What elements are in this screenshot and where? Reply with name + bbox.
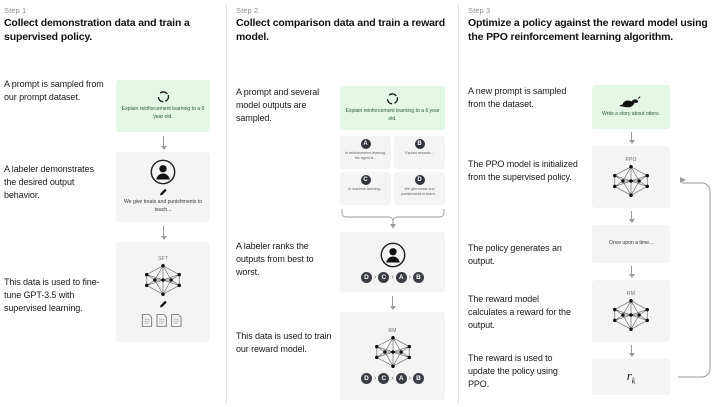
- step-3-title: Optimize a policy against the reward mod…: [468, 17, 708, 43]
- step-2-rm-tag: RM: [388, 328, 397, 334]
- recycle-icon: [157, 90, 170, 106]
- option-card-c[interactable]: C In machine learning...: [340, 172, 391, 205]
- step-2-ranking-box: D › C › A › B: [340, 232, 445, 292]
- step-3-caption-4: The reward model calculates a reward for…: [468, 294, 571, 330]
- step-1-sft-tag: SFT: [157, 256, 169, 262]
- person-icon: [380, 242, 406, 268]
- option-text-b: Explain rewards...: [405, 151, 434, 155]
- step-1-caption-3: This data is used to fine-tune GPT-3.5 w…: [4, 277, 100, 313]
- step-2-brace: [340, 207, 446, 229]
- step-2-caption-1: A prompt and several model outputs are s…: [236, 87, 320, 123]
- step-3-ppo-box: PPO: [592, 146, 670, 208]
- step-1-prompt-text: Explain reinforcement learning to a 6 ye…: [121, 106, 205, 120]
- step-1-prompt-box: Explain reinforcement learning to a 6 ye…: [116, 80, 210, 132]
- step-2-column: Step 2 Collect comparison data and train…: [232, 0, 458, 407]
- neural-network-icon: [608, 164, 654, 198]
- step-3-prompt-box: Write a story about otters.: [592, 85, 670, 129]
- option-badge-d: D: [414, 175, 425, 185]
- step-2-rm-ranking-row: D › C › A › B: [360, 373, 425, 384]
- step-2-prompt-text: Explain reinforcement learning to a 6 ye…: [345, 108, 440, 122]
- rank-separator: ›: [391, 273, 394, 281]
- step-1-caption-1: A prompt is sampled from our prompt data…: [4, 79, 104, 102]
- rank-badge-1: D: [360, 271, 372, 283]
- option-badge-a: A: [360, 139, 371, 149]
- step-3-arrow-1: [627, 132, 636, 144]
- option-text-c: In machine learning...: [348, 187, 383, 191]
- rank-separator: ›: [373, 273, 377, 281]
- otter-icon: [618, 95, 644, 111]
- pencil-icon: [158, 297, 168, 311]
- neural-network-icon: [608, 298, 654, 332]
- step-1-labeler-text: We give treats and punishments to teach.…: [123, 199, 203, 213]
- step-3-prompt-text: Write a story about otters.: [602, 111, 660, 118]
- step-3-column: Step 3 Optimize a policy against the rew…: [464, 0, 720, 407]
- column-divider-1: [226, 4, 227, 403]
- step-2-ranking-row: D › C › A › B: [360, 271, 425, 283]
- step-3-rm-box: RM: [592, 280, 670, 342]
- option-card-d[interactable]: D We give treats and punishments to teac…: [394, 172, 445, 205]
- option-badge-c: C: [360, 175, 371, 185]
- neural-network-icon: [370, 335, 416, 369]
- step-2-title: Collect comparison data and train a rewa…: [236, 17, 446, 43]
- rm-rank-badge-3: A: [395, 373, 407, 384]
- step-1-labeler-box: We give treats and punishments to teach.…: [116, 152, 210, 222]
- column-divider-2: [458, 4, 459, 403]
- step-3-caption-2: The PPO model is initialized from the su…: [468, 159, 578, 182]
- step-2-prompt-box: Explain reinforcement learning to a 6 ye…: [340, 86, 445, 130]
- step-3-label: Step 3: [468, 6, 491, 15]
- recycle-icon: [386, 92, 399, 108]
- rm-rank-badge-2: C: [378, 373, 390, 384]
- neural-network-icon: [140, 263, 186, 297]
- rank-badge-3: A: [395, 271, 407, 283]
- reward-symbol: rk: [626, 368, 636, 386]
- step-3-reward-box: rk: [592, 359, 670, 395]
- step-1-arrow-2: [159, 226, 168, 240]
- step-1-label: Step 1: [4, 6, 27, 15]
- step-3-arrow-2: [627, 211, 636, 223]
- option-text-a: In reinforcement learning, the agent is.…: [345, 151, 386, 161]
- person-icon: [150, 159, 176, 185]
- rank-separator: ›: [373, 375, 377, 382]
- step-2-label: Step 2: [236, 6, 259, 15]
- step-2-caption-2: A labeler ranks the outputs from best to…: [236, 241, 314, 277]
- rank-separator: ›: [408, 375, 412, 382]
- rank-badge-2: C: [378, 271, 390, 283]
- rm-rank-badge-4: B: [413, 373, 425, 384]
- step-2-caption-3: This data is used to train our reward mo…: [236, 331, 332, 354]
- step-3-arrow-4: [627, 345, 636, 357]
- rank-separator: ›: [408, 273, 412, 281]
- step-2-reward-model-box: RM: [340, 312, 445, 400]
- step-2-options-grid: A In reinforcement learning, the agent i…: [340, 136, 445, 205]
- step-3-output-box: Once upon a time...: [592, 225, 670, 263]
- rank-badge-4: B: [413, 271, 425, 283]
- option-badge-b: B: [414, 139, 425, 149]
- rank-separator: ›: [391, 375, 394, 382]
- documents-icon: [141, 311, 185, 328]
- rm-rank-badge-1: D: [360, 373, 372, 384]
- step-3-rm-tag: RM: [626, 290, 636, 297]
- step-1-arrow-1: [159, 136, 168, 150]
- step-1-caption-2: A labeler demonstrates the desired outpu…: [4, 164, 94, 200]
- step-3-caption-3: The policy generates an output.: [468, 243, 562, 266]
- step-1-column: Step 1 Collect demonstration data and tr…: [0, 0, 226, 407]
- step-3-ppo-tag: PPO: [625, 156, 637, 163]
- option-card-a[interactable]: A In reinforcement learning, the agent i…: [340, 136, 391, 169]
- step-3-caption-5: The reward is used to update the policy …: [468, 353, 558, 389]
- option-card-b[interactable]: B Explain rewards...: [394, 136, 445, 169]
- option-text-d: We give treats and punishments to teach.…: [400, 187, 439, 197]
- step-2-arrow: [388, 296, 397, 310]
- step-3-caption-1: A new prompt is sampled from the dataset…: [468, 86, 567, 109]
- step-1-sft-box: SFT: [116, 242, 210, 342]
- step-3-feedback-loop: [664, 170, 716, 382]
- step-3-arrow-3: [627, 266, 636, 278]
- pencil-icon: [158, 185, 168, 199]
- step-3-output-text: Once upon a time...: [608, 240, 654, 247]
- step-1-title: Collect demonstration data and train a s…: [4, 17, 190, 43]
